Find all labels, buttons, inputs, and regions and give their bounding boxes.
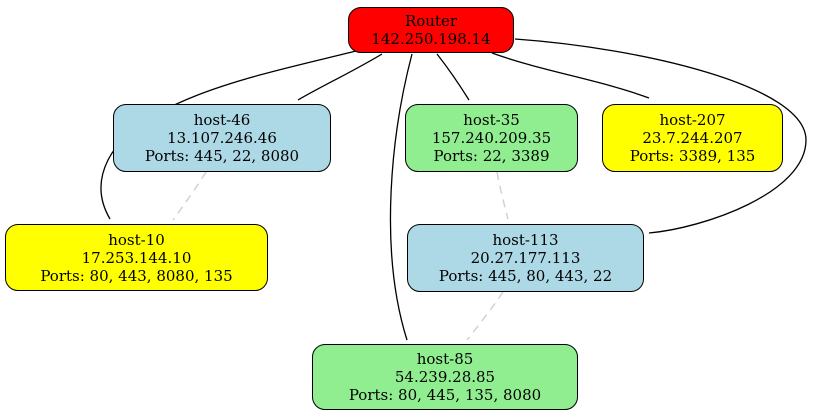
node-label: host-113	[492, 231, 559, 249]
node-host-35: host-35 157.240.209.35 Ports: 22, 3389	[405, 104, 578, 172]
edge-router-to-host-113	[514, 38, 807, 234]
node-label: host-85	[416, 350, 474, 368]
node-ports: Ports: 3389, 135	[629, 147, 756, 165]
node-host-46: host-46 13.107.246.46 Ports: 445, 22, 80…	[113, 104, 331, 172]
edge-router-to-host-35	[436, 53, 470, 101]
edge-host-35-to-host-113	[496, 171, 509, 220]
node-ip: 13.107.246.46	[167, 129, 277, 147]
node-label: host-207	[659, 111, 726, 129]
node-host-85: host-85 54.239.28.85 Ports: 80, 445, 135…	[312, 344, 578, 410]
node-label: host-10	[108, 230, 165, 249]
edge-host-113-to-host-85	[466, 291, 504, 341]
node-host-10: host-10 17.253.144.10 Ports: 80, 443, 80…	[5, 224, 268, 291]
node-ports: Ports: 22, 3389	[433, 147, 550, 165]
node-ip: 142.250.198.14	[371, 30, 491, 48]
node-ip: 17.253.144.10	[81, 248, 192, 267]
edge-router-to-host-46	[297, 53, 383, 101]
node-label: host-35	[463, 111, 520, 129]
node-label: Router	[404, 12, 458, 30]
node-host-207: host-207 23.7.244.207 Ports: 3389, 135	[602, 104, 783, 172]
node-label: host-46	[193, 111, 251, 129]
node-router: Router 142.250.198.14	[348, 7, 514, 53]
node-host-113: host-113 20.27.177.113 Ports: 445, 80, 4…	[407, 224, 644, 292]
node-ip: 23.7.244.207	[642, 129, 743, 147]
node-ip: 20.27.177.113	[470, 249, 581, 267]
node-ports: Ports: 80, 443, 8080, 135	[40, 266, 233, 285]
edge-router-to-host-207	[491, 52, 650, 99]
node-ports: Ports: 445, 22, 8080	[144, 147, 300, 165]
node-ports: Ports: 445, 80, 443, 22	[438, 267, 613, 285]
node-ports: Ports: 80, 445, 135, 8080	[348, 386, 542, 404]
edge-router-to-host-85	[389, 53, 413, 341]
node-ip: 54.239.28.85	[394, 368, 496, 386]
node-ip: 157.240.209.35	[431, 129, 552, 147]
edge-host-46-to-host-10	[172, 171, 207, 221]
